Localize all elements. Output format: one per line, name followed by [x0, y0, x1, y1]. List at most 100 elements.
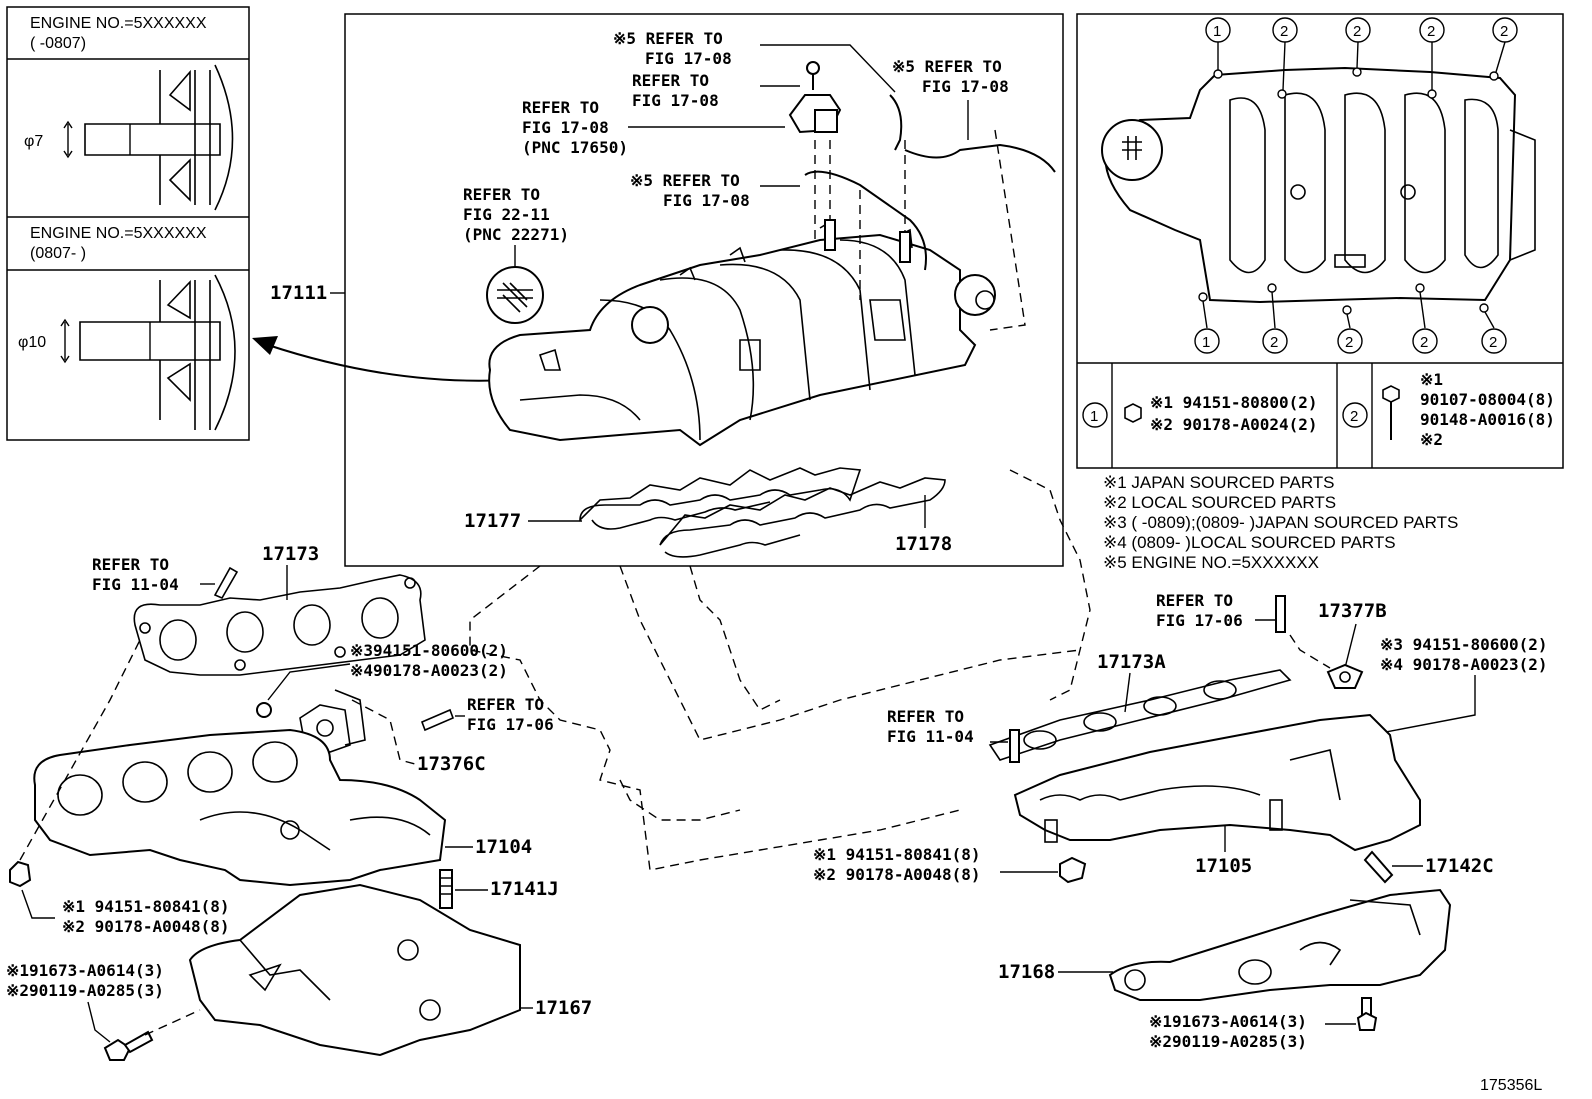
ref-g-line1: REFER TO	[92, 555, 169, 574]
circle-label: 2	[1427, 23, 1435, 40]
note-n4-right: ※4 90178-A0023(2)	[1380, 655, 1548, 674]
ref-i-line2: FIG 17-06	[1156, 611, 1243, 630]
part-17173a: 17173A	[1097, 651, 1166, 673]
bolt-bottom-left-drawing	[103, 1030, 154, 1061]
ref-h-line2: FIG 17-06	[467, 715, 554, 734]
table-1-line1: ※1 94151-80800(2)	[1150, 393, 1318, 412]
note-n1a-right: ※1 94151-80841(8)	[813, 845, 981, 864]
manifold-top-view-drawing	[1101, 66, 1536, 315]
stud-17142c-drawing	[1363, 850, 1394, 884]
note-5: ※5 ENGINE NO.=5XXXXXX	[1103, 553, 1319, 572]
circle-label: 2	[1420, 334, 1428, 351]
part-17377b: 17377B	[1318, 600, 1387, 622]
note-n2b-right: ※290119-A0285(3)	[1149, 1032, 1307, 1051]
note-n4-left: ※490178-A0023(2)	[350, 661, 508, 680]
intake-manifold-box: 17111 17177	[270, 13, 1064, 567]
inset-top-title: ENGINE NO.=5XXXXXX	[30, 15, 207, 32]
note-n1a-left: ※1 94151-80841(8)	[62, 897, 230, 916]
nut-bottom-left-drawing	[9, 860, 32, 888]
hose-fitting-small-drawing: φ7	[24, 64, 234, 211]
ref-f-line2: FIG 22-11	[463, 205, 550, 224]
circle-label: 2	[1489, 334, 1497, 351]
table-2-line4: ※2	[1420, 430, 1443, 449]
ref-j-line1: REFER TO	[887, 707, 964, 726]
circle-label: 2	[1500, 23, 1508, 40]
nut-icon	[1124, 403, 1142, 423]
inset-top-dim: φ7	[24, 133, 43, 150]
circle-label: 1	[1202, 334, 1210, 351]
ref-a-line1: ※5 REFER TO	[613, 29, 723, 48]
ref-g-line2: FIG 11-04	[92, 575, 179, 594]
ref-b-line2: FIG 17-08	[632, 91, 719, 110]
note-n3-left: ※394151-80600(2)	[350, 641, 508, 660]
ref-c-line1: REFER TO	[522, 98, 599, 117]
inset-bottom-title: ENGINE NO.=5XXXXXX	[30, 225, 207, 242]
ref-f-line1: REFER TO	[463, 185, 540, 204]
note-n3-right: ※3 94151-80600(2)	[1380, 635, 1548, 654]
note-2: ※2 LOCAL SOURCED PARTS	[1103, 493, 1336, 512]
manifold-fastener-box: 1 2 2 2 2 1 2 2 2 2 1 ※1 94151-80800(2) …	[1076, 13, 1564, 469]
circle-label: 2	[1345, 334, 1353, 351]
note-n1b-left: ※191673-A0614(3)	[6, 961, 164, 980]
ref-d-line2: FIG 17-08	[922, 77, 1009, 96]
gasket-17377b-drawing	[1326, 663, 1364, 689]
part-17141j: 17141J	[490, 878, 559, 900]
part-17177: 17177	[464, 510, 521, 532]
part-17168: 17168	[998, 961, 1055, 983]
circle-label: 2	[1353, 23, 1361, 40]
note-3: ※3 ( -0809);(0809- )JAPAN SOURCED PARTS	[1103, 513, 1458, 532]
note-n2a-left: ※2 90178-A0048(8)	[62, 917, 230, 936]
note-1: ※1 JAPAN SOURCED PARTS	[1103, 473, 1335, 492]
part-17376c: 17376C	[417, 753, 486, 775]
note-n2a-right: ※2 90178-A0048(8)	[813, 865, 981, 884]
ref-e-line2: FIG 17-08	[663, 191, 750, 210]
inset-top-range: ( -0807)	[30, 35, 86, 52]
ref-d-line1: ※5 REFER TO	[892, 57, 1002, 76]
left-exhaust-group: REFER TO FIG 11-04 17173 ※394151-80600(2…	[6, 543, 592, 1061]
intake-manifold-drawing	[486, 220, 996, 558]
table-circle-1: 1	[1090, 408, 1098, 425]
inset-panel: ENGINE NO.=5XXXXXX ( -0807) ENGINE NO.=5…	[6, 6, 250, 441]
inset-bottom-dim: φ10	[18, 334, 46, 351]
figure-id: 175356L	[1480, 1077, 1542, 1094]
arrow-head	[252, 336, 278, 355]
exhaust-gasket-right-drawing	[988, 669, 1292, 761]
stud-17141j-drawing	[439, 869, 453, 909]
ref-h-line1: REFER TO	[467, 695, 544, 714]
bolt-icon	[1382, 385, 1400, 440]
ref-a-line2: FIG 17-08	[645, 49, 732, 68]
stud-drawing	[213, 566, 239, 600]
note-n2b-left: ※290119-A0285(3)	[6, 981, 164, 1000]
note-4: ※4 (0809- )LOCAL SOURCED PARTS	[1103, 533, 1396, 552]
stud-drawing	[1009, 729, 1020, 763]
exhaust-manifold-right-drawing	[1013, 713, 1421, 852]
ref-f-line3: (PNC 22271)	[463, 225, 569, 244]
table-2-line1: ※1	[1420, 370, 1443, 389]
note-n1b-right: ※191673-A0614(3)	[1149, 1012, 1307, 1031]
heat-insulator-right-drawing	[1108, 888, 1452, 1001]
bolt-callouts: 1 2 2 2 2 1 2 2 2 2	[1194, 17, 1518, 354]
stud-drawing	[1275, 595, 1286, 633]
bolt-right-bottom-drawing	[1356, 997, 1378, 1031]
engine-block-outline	[469, 469, 1091, 871]
part-17178: 17178	[895, 533, 952, 555]
part-17173-left: 17173	[262, 543, 319, 565]
ref-b-line1: REFER TO	[632, 71, 709, 90]
ref-j-line2: FIG 11-04	[887, 727, 974, 746]
exhaust-gasket-left-drawing	[133, 574, 426, 676]
circle-label: 2	[1280, 23, 1288, 40]
circle-label: 1	[1213, 23, 1221, 40]
ref-e-line1: ※5 REFER TO	[630, 171, 740, 190]
table-1-line2: ※2 90178-A0024(2)	[1150, 415, 1318, 434]
ref-c-line2: FIG 17-08	[522, 118, 609, 137]
inset-bottom-range: (0807- )	[30, 245, 86, 262]
notes-list: ※1 JAPAN SOURCED PARTS ※2 LOCAL SOURCED …	[1103, 473, 1458, 572]
part-17111: 17111	[270, 282, 327, 304]
part-17142c: 17142C	[1425, 855, 1494, 877]
part-17167: 17167	[535, 997, 592, 1019]
heat-insulator-left-drawing	[188, 883, 521, 1057]
right-exhaust-group: REFER TO FIG 17-06 17377B ※3 94151-80600…	[813, 591, 1548, 1051]
nut-right-bottom-drawing	[1059, 856, 1087, 884]
vsv-hose-drawing	[788, 61, 1056, 331]
part-17105: 17105	[1195, 855, 1252, 877]
